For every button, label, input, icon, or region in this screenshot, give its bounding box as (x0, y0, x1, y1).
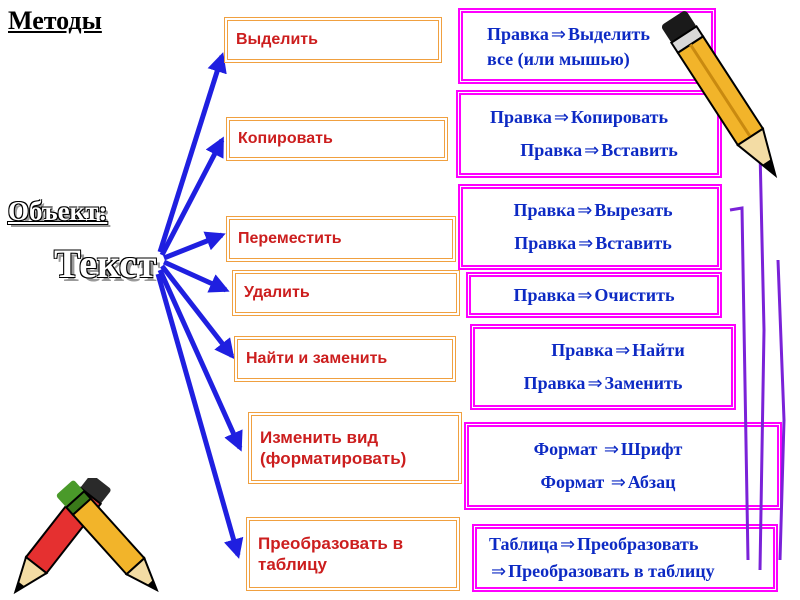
action-line: Правка⇒Заменить (523, 373, 683, 394)
pencil-icon (661, 11, 778, 179)
action-find-replace: Правка⇒Найти Правка⇒Заменить (470, 324, 736, 410)
arrow-to-format (157, 268, 243, 452)
action-line: Формат ⇒Абзац (540, 472, 676, 493)
object-label: Объект: (8, 196, 108, 226)
method-format: Изменить вид (форматировать) (248, 412, 462, 484)
method-label: Выделить (236, 31, 318, 48)
action-line: Формат ⇒Шрифт (533, 439, 683, 460)
method-label: Найти и заменить (246, 350, 388, 367)
method-label: Изменить вид (форматировать) (260, 427, 407, 468)
method-label: Преобразовать в таблицу (258, 533, 404, 574)
arrow-to-select (157, 52, 227, 253)
action-line: Правка⇒Вставить (514, 233, 672, 254)
action-line: Правка⇒Очистить (513, 284, 675, 306)
page-title: Методы (8, 6, 102, 35)
method-label: Копировать (238, 130, 333, 147)
method-label: Переместить (238, 230, 342, 247)
arrow-to-table (155, 273, 244, 559)
method-copy: Копировать (226, 117, 448, 161)
object-value: Текст (54, 241, 157, 286)
arrow-to-copy (159, 136, 225, 257)
pencil-icon (56, 480, 159, 593)
method-label: Удалить (244, 284, 310, 301)
method-select: Выделить (224, 17, 442, 63)
method-delete: Удалить (232, 270, 460, 316)
action-line: Правка⇒Найти (551, 340, 685, 361)
method-move: Переместить (226, 216, 456, 262)
action-line: Правка⇒Вставить (520, 140, 678, 161)
action-line: Таблица⇒Преобразовать (489, 534, 699, 555)
action-line: Правка⇒Выделить (487, 23, 650, 45)
method-find-replace: Найти и заменить (234, 336, 456, 382)
action-move: Правка⇒Вырезать Правка⇒Вставить (458, 184, 722, 270)
action-to-table: Таблица⇒Преобразовать ⇒Преобразовать в т… (472, 524, 778, 592)
action-delete: Правка⇒Очистить (466, 272, 722, 318)
action-line: Правка⇒Копировать (489, 107, 668, 128)
action-line: все (или мышью) (487, 48, 630, 69)
arrow-to-delete (162, 259, 230, 293)
action-format: Формат ⇒Шрифт Формат ⇒Абзац (464, 422, 782, 510)
arrow-to-find-replace (160, 264, 235, 360)
action-line: Правка⇒Вырезать (513, 200, 673, 221)
arrow-to-move (163, 231, 226, 261)
method-to-table: Преобразовать в таблицу (246, 517, 460, 591)
action-line: ⇒Преобразовать в таблицу (491, 561, 715, 582)
action-copy: Правка⇒Копировать Правка⇒Вставить (456, 90, 722, 178)
